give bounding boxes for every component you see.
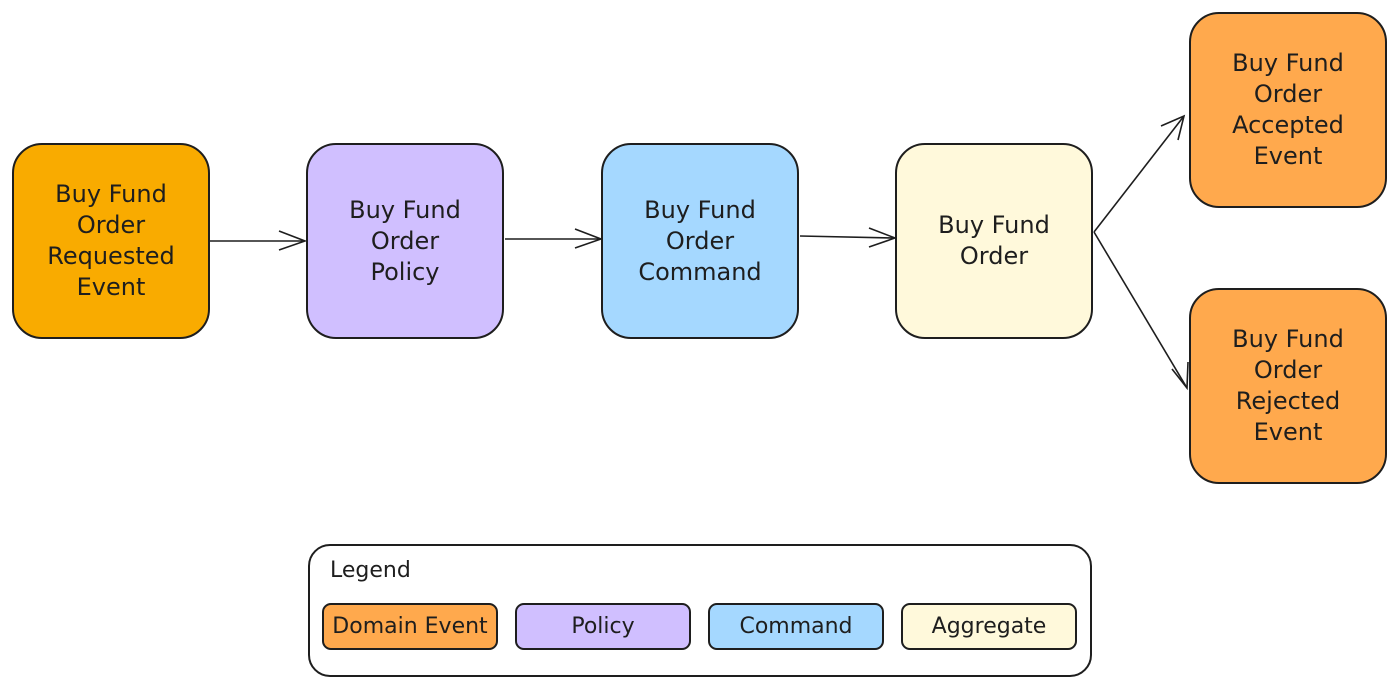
legend-chip-policy: Policy — [515, 603, 691, 650]
node-label: Buy Fund Order Requested Event — [47, 180, 175, 301]
node-label: Buy Fund Order — [938, 211, 1050, 270]
legend-chip-label: Aggregate — [931, 614, 1047, 639]
node-label: Buy Fund Order Rejected Event — [1232, 325, 1344, 446]
edge-aggregate-to-accepted — [1093, 115, 1185, 233]
legend-chip-aggregate: Aggregate — [901, 603, 1077, 650]
edge-command-to-aggregate — [799, 235, 895, 239]
legend: Legend Domain Event Policy Command Aggre… — [308, 544, 1092, 677]
edge-aggregate-to-rejected — [1093, 231, 1188, 389]
legend-chip-command: Command — [708, 603, 884, 650]
node-buy-fund-order-aggregate[interactable]: Buy Fund Order — [895, 143, 1093, 339]
node-label: Buy Fund Order Policy — [349, 195, 461, 286]
arrowhead-accepted — [1160, 114, 1186, 141]
node-buy-fund-order-rejected-event[interactable]: Buy Fund Order Rejected Event — [1189, 288, 1387, 484]
node-label: Buy Fund Order Accepted Event — [1232, 49, 1344, 170]
arrowhead-aggregate — [868, 227, 898, 248]
node-buy-fund-order-requested-event[interactable]: Buy Fund Order Requested Event — [12, 143, 210, 339]
legend-chip-label: Command — [739, 614, 853, 639]
legend-title: Legend — [330, 558, 411, 583]
node-label: Buy Fund Order Command — [638, 195, 762, 286]
legend-chip-label: Policy — [571, 614, 635, 639]
legend-chip-label: Domain Event — [332, 614, 488, 639]
node-buy-fund-order-accepted-event[interactable]: Buy Fund Order Accepted Event — [1189, 12, 1387, 208]
arrowhead-command — [574, 228, 604, 249]
legend-chip-domain-event: Domain Event — [322, 603, 498, 650]
node-buy-fund-order-command[interactable]: Buy Fund Order Command — [601, 143, 799, 339]
arrowhead-rejected — [1171, 361, 1189, 391]
arrowhead-policy — [278, 230, 308, 251]
node-buy-fund-order-policy[interactable]: Buy Fund Order Policy — [306, 143, 504, 339]
